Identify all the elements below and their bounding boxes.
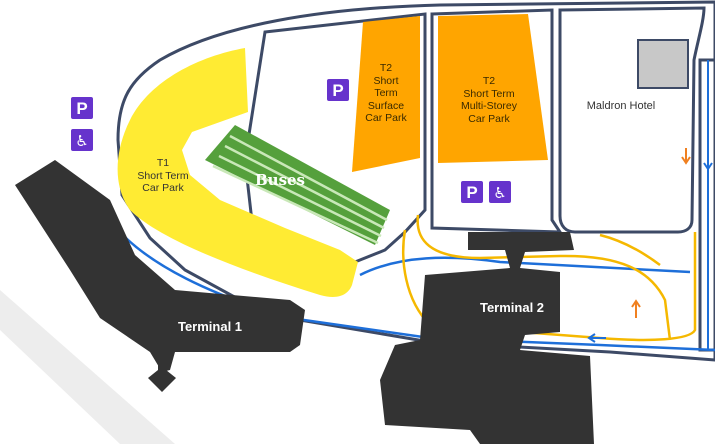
terminal-1-label: Terminal 1	[177, 319, 243, 334]
t2-surface-car-park-area	[352, 16, 420, 172]
terminal-2-label: Terminal 2	[479, 300, 545, 315]
parking-sign-icon: P	[70, 96, 94, 120]
maldron-hotel-label: Maldron Hotel	[586, 100, 656, 112]
t2-surface-car-park-label: T2 Short Term Surface Car Park	[365, 62, 407, 124]
terminal-1-building	[15, 160, 305, 372]
arrow-down-icon	[681, 148, 691, 165]
t2-multistorey-car-park-area	[438, 14, 548, 163]
hotel-building	[637, 39, 689, 89]
t2-multistorey-car-park-label: T2 Short Term Multi-Storey Car Park	[460, 75, 517, 125]
accessible-parking-icon: ♿	[488, 180, 512, 204]
arrow-up-icon	[631, 299, 641, 318]
accessible-parking-icon: ♿	[70, 128, 94, 152]
t1-car-park-label: T1 Short Term Car Park	[137, 157, 189, 194]
parking-sign-icon: P	[326, 78, 350, 102]
arrow-left-icon	[587, 333, 606, 343]
bus-park-area	[205, 125, 390, 245]
parking-sign-icon: P	[460, 180, 484, 204]
t1-car-park-area	[117, 48, 358, 297]
background-stripe	[0, 290, 175, 444]
terminal-1-pier	[148, 350, 176, 392]
terminal-2-building	[380, 232, 594, 444]
buses-label: Buses	[254, 171, 306, 189]
arrow-down-icon	[703, 150, 713, 171]
